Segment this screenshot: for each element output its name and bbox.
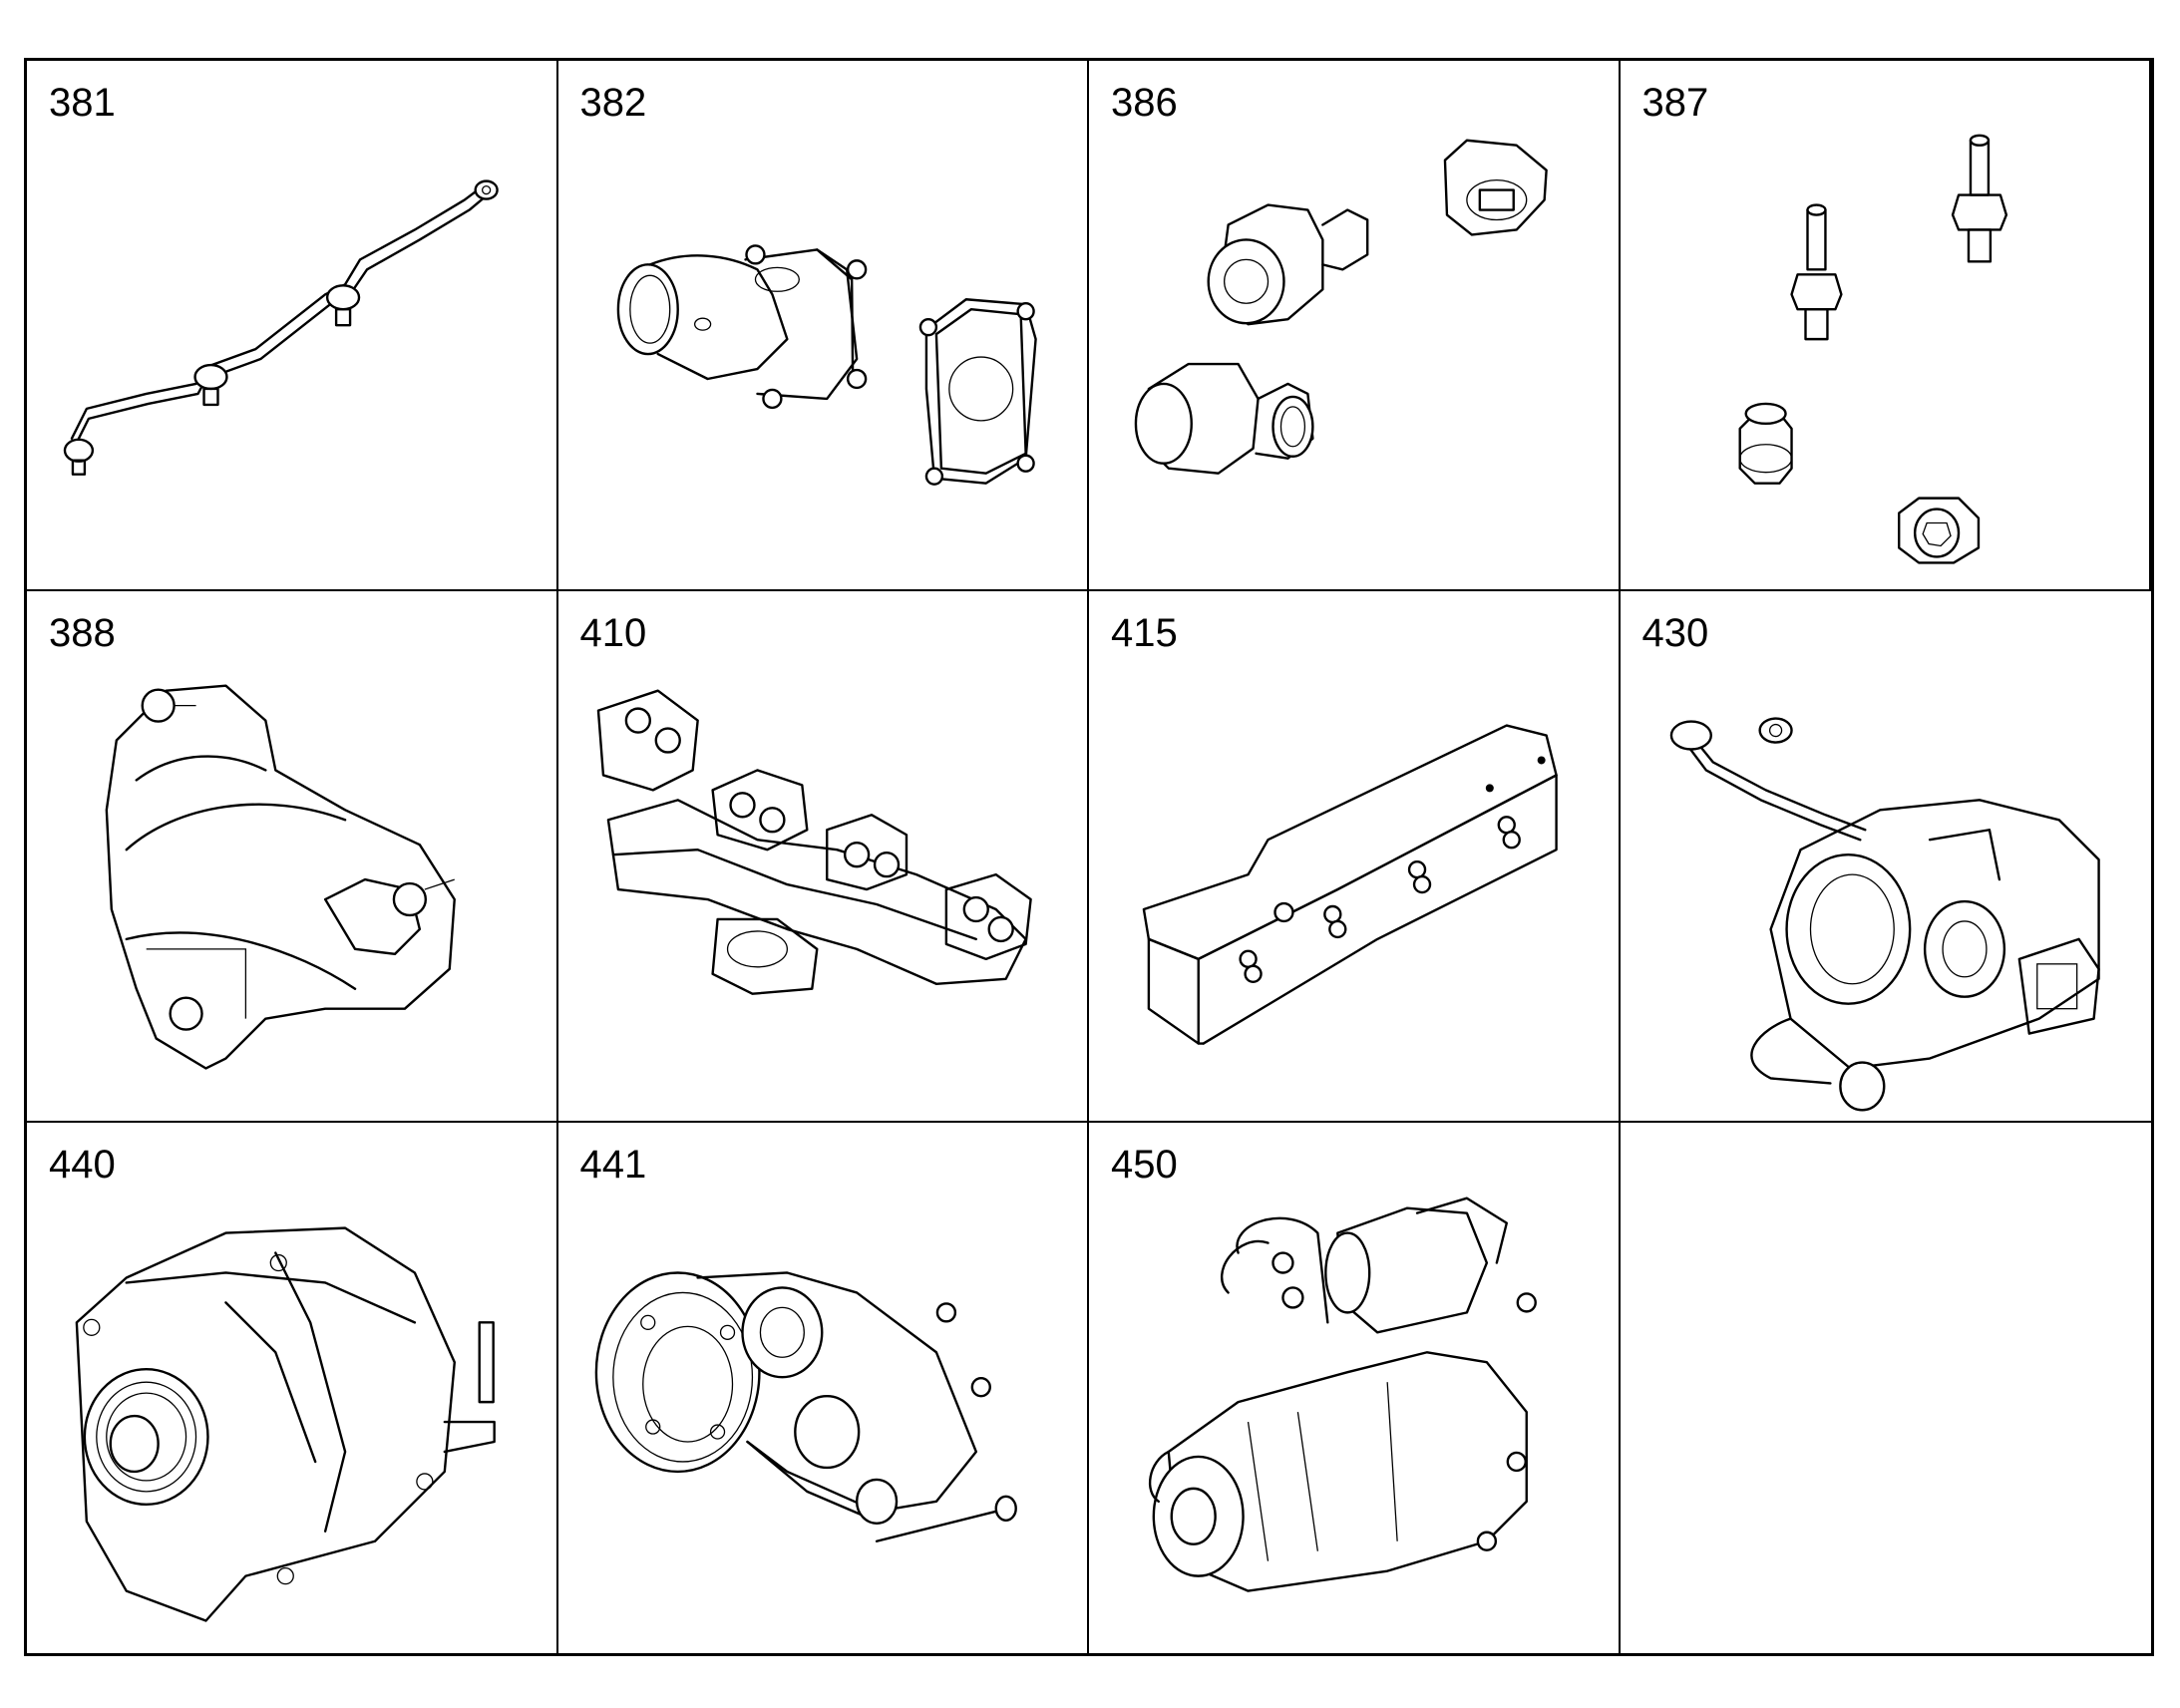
part-number: 415: [1111, 611, 1178, 656]
part-cell-387[interactable]: 387: [1620, 61, 2151, 592]
exhaust-manifold-icon: [596, 689, 1032, 996]
part-cell-441[interactable]: 441: [558, 1122, 1089, 1653]
part-cell-382[interactable]: 382: [557, 61, 1089, 592]
plugs-fittings-icon: [1738, 134, 2007, 564]
intake-elbow-icon: [616, 244, 1037, 486]
belt-drive-icon: [594, 1270, 1017, 1542]
part-number: 430: [1641, 611, 1709, 656]
throttle-housing-icon: [105, 684, 456, 1071]
part-cell-440[interactable]: 440: [27, 1122, 558, 1653]
part-cell-388[interactable]: 388: [27, 591, 558, 1123]
parts-grid: 381 382: [24, 58, 2154, 1656]
part-cell-450[interactable]: 450: [1089, 1122, 1621, 1653]
part-number: 441: [579, 1142, 647, 1187]
part-number: 440: [49, 1142, 116, 1187]
part-number: 410: [579, 611, 647, 656]
part-number: 381: [49, 81, 116, 125]
part-number: 382: [579, 81, 647, 125]
part-number: 388: [49, 611, 116, 656]
alternator-icon: [75, 1226, 496, 1622]
part-number: 450: [1111, 1142, 1178, 1187]
part-cell-410[interactable]: 410: [557, 591, 1089, 1123]
part-number: 386: [1111, 81, 1178, 125]
pipe-fittings-icon: [1134, 139, 1548, 475]
heat-shield-icon: [1142, 724, 1558, 1046]
part-number: 387: [1641, 81, 1709, 125]
starter-motor-icon: [1149, 1196, 1537, 1592]
part-cell-381[interactable]: 381: [27, 61, 558, 592]
part-cell-415[interactable]: 415: [1089, 591, 1621, 1123]
part-cell-430[interactable]: 430: [1620, 591, 2151, 1123]
empty-cell: [1621, 1123, 2152, 1653]
turbocharger-icon: [1669, 717, 2100, 1112]
fuel-line-icon: [63, 179, 499, 476]
part-cell-386[interactable]: 386: [1089, 61, 1621, 592]
